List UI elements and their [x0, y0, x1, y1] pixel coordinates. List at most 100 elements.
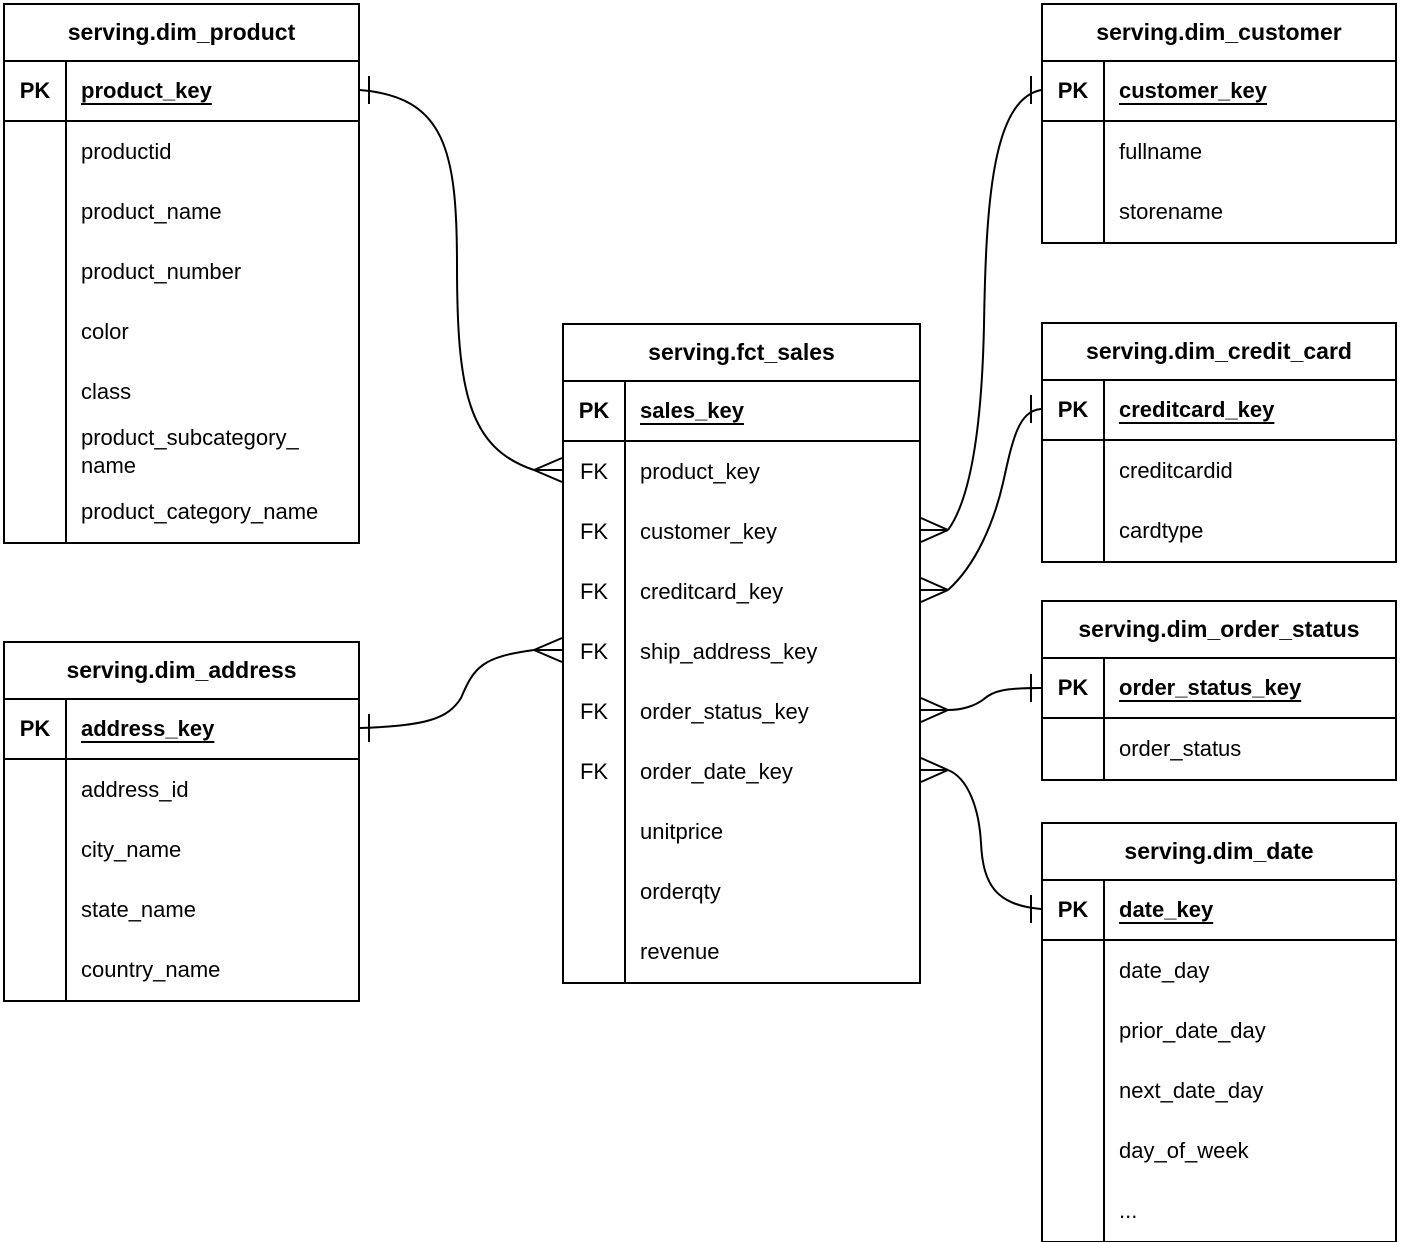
- field-name: cardtype: [1119, 518, 1204, 543]
- field-name: state_name: [81, 897, 196, 922]
- pk-tag: PK: [5, 700, 67, 758]
- relationship-address-to-sales: [359, 637, 563, 742]
- field-tag: [5, 242, 67, 302]
- field-tag: FK: [564, 622, 626, 682]
- field-tag: [1043, 1181, 1105, 1241]
- field-tag: [5, 880, 67, 940]
- field-name: color: [81, 319, 129, 344]
- pk-field-name: customer_key: [1119, 78, 1267, 103]
- field-name: address_id: [81, 777, 189, 802]
- crow-foot-marker: [920, 757, 949, 783]
- crow-foot-marker: [920, 697, 949, 723]
- field-name: product_subcategory_ name: [81, 425, 299, 478]
- field-tag: [5, 940, 67, 1000]
- field-name: customer_key: [640, 519, 777, 544]
- field-tag: FK: [564, 442, 626, 502]
- relationship-sales-to-credit-card: [920, 395, 1042, 603]
- relationship-line: [947, 687, 1042, 711]
- field-row: prior_date_day: [1043, 1001, 1395, 1061]
- field-tag: [5, 182, 67, 242]
- table-title: serving.dim_customer: [1043, 5, 1395, 62]
- field-name: orderqty: [640, 879, 721, 904]
- crow-foot-marker: [920, 577, 949, 603]
- crow-foot-marker: [533, 637, 563, 663]
- field-tag: FK: [564, 682, 626, 742]
- field-name: creditcardid: [1119, 458, 1233, 483]
- field-tag: [5, 422, 67, 482]
- pk-field-name: creditcard_key: [1119, 397, 1275, 422]
- field-row: product_subcategory_ name: [5, 422, 358, 482]
- field-tag: [1043, 1061, 1105, 1121]
- pk-row: PK date_key: [1043, 881, 1395, 941]
- relationship-sales-to-order-status: [920, 674, 1042, 723]
- field-name: country_name: [81, 957, 221, 982]
- table-dim-customer: serving.dim_customer PK customer_key ful…: [1041, 3, 1397, 244]
- field-row: creditcardid: [1043, 441, 1395, 501]
- table-title: serving.dim_credit_card: [1043, 324, 1395, 381]
- field-row: state_name: [5, 880, 358, 940]
- field-row: product_number: [5, 242, 358, 302]
- pk-row: PK product_key: [5, 62, 358, 122]
- field-name: city_name: [81, 837, 182, 862]
- pk-field-name: sales_key: [640, 398, 744, 423]
- field-tag: [1043, 122, 1105, 182]
- pk-field-name: order_status_key: [1119, 675, 1302, 700]
- field-tag: FK: [564, 562, 626, 622]
- relationship-line: [359, 89, 535, 471]
- field-row: fullname: [1043, 122, 1395, 182]
- field-name: productid: [81, 139, 172, 164]
- field-row: order_status: [1043, 719, 1395, 779]
- table-title: serving.dim_address: [5, 643, 358, 700]
- field-row: country_name: [5, 940, 358, 1000]
- pk-row: PK customer_key: [1043, 62, 1395, 122]
- pk-field-name: date_key: [1119, 897, 1214, 922]
- pk-row: PK creditcard_key: [1043, 381, 1395, 441]
- field-row: day_of_week: [1043, 1121, 1395, 1181]
- field-name: order_status: [1119, 736, 1242, 761]
- field-name: date_day: [1119, 958, 1210, 983]
- table-dim-order-status: serving.dim_order_status PK order_status…: [1041, 600, 1397, 781]
- field-tag: [5, 820, 67, 880]
- field-name: day_of_week: [1119, 1138, 1249, 1163]
- pk-tag: PK: [564, 382, 626, 440]
- field-row: FK ship_address_key: [564, 622, 919, 682]
- pk-tag: PK: [1043, 881, 1105, 939]
- field-name: ship_address_key: [640, 639, 818, 664]
- table-title: serving.dim_order_status: [1043, 602, 1395, 659]
- field-tag: [5, 760, 67, 820]
- pk-tag: PK: [1043, 659, 1105, 717]
- pk-tag: PK: [1043, 62, 1105, 120]
- field-tag: [564, 922, 626, 982]
- pk-row: PK address_key: [5, 700, 358, 760]
- field-tag: [1043, 1121, 1105, 1181]
- pk-field-name: product_key: [81, 78, 212, 103]
- table-title: serving.dim_date: [1043, 824, 1395, 881]
- field-name: class: [81, 379, 132, 404]
- relationship-sales-to-customer: [920, 76, 1042, 543]
- pk-row: PK sales_key: [564, 382, 919, 442]
- pk-row: PK order_status_key: [1043, 659, 1395, 719]
- field-tag: [1043, 501, 1105, 561]
- table-title: serving.fct_sales: [564, 325, 919, 382]
- pk-tag: PK: [5, 62, 67, 120]
- field-name: product_number: [81, 259, 242, 284]
- field-name: prior_date_day: [1119, 1018, 1266, 1043]
- table-dim-date: serving.dim_date PK date_key date_day pr…: [1041, 822, 1397, 1242]
- crow-foot-marker: [533, 457, 563, 483]
- pk-field-name: address_key: [81, 716, 215, 741]
- field-row: product_category_name: [5, 482, 358, 542]
- field-row: revenue: [564, 922, 919, 982]
- field-name: storename: [1119, 199, 1223, 224]
- field-row: storename: [1043, 182, 1395, 242]
- field-row: color: [5, 302, 358, 362]
- field-row: productid: [5, 122, 358, 182]
- field-name: next_date_day: [1119, 1078, 1264, 1103]
- field-tag: [5, 302, 67, 362]
- field-tag: [1043, 441, 1105, 501]
- table-dim-credit-card: serving.dim_credit_card PK creditcard_ke…: [1041, 322, 1397, 563]
